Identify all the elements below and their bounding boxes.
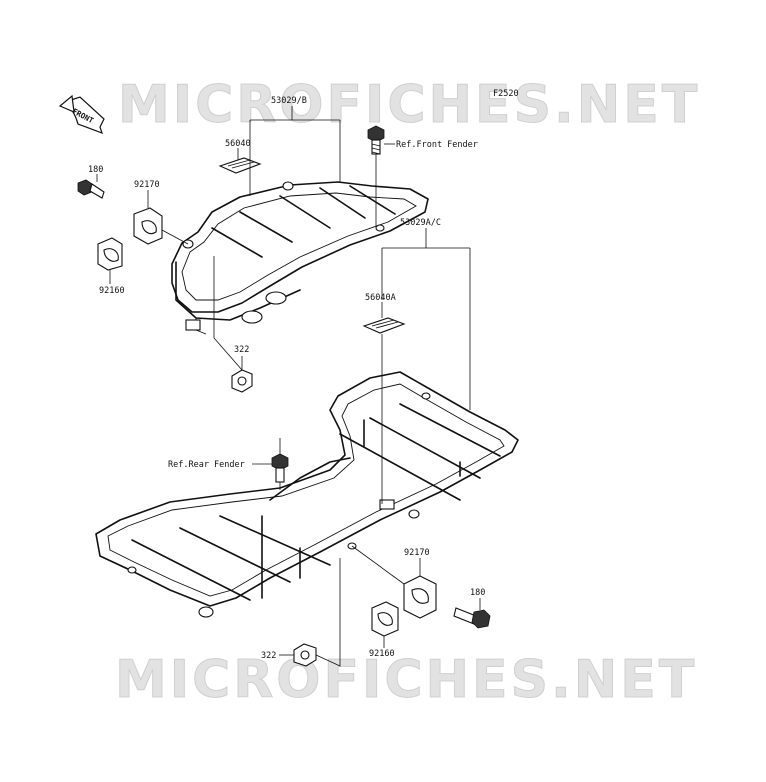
bolt-180-bottom [453,607,491,629]
nut-322-bottom [293,643,317,667]
clamp-92170-top [133,207,163,245]
label-92160-top: 92160 [99,286,125,296]
label-56040A: 56040A [365,293,396,303]
label-53029-B: 53029/B [271,96,307,106]
label-ref-front-fender: Ref.Front Fender [396,140,478,150]
label-56040: 56040 [225,139,251,149]
clamp-92170-bottom [403,575,437,619]
bracket-92160-top [97,237,123,271]
bracket-92160-bottom [371,601,399,637]
leader-lines [96,106,481,667]
label-ref-rear-fender: Ref.Rear Fender [168,460,245,470]
label-92170-top: 92170 [134,180,160,190]
bolt-180-top [77,179,105,199]
diagram-code: F2520 [493,89,519,99]
bolt-front-fender [367,125,385,155]
label-92170-bottom: 92170 [404,548,430,558]
bolt-rear-fender [271,453,289,483]
nut-322-top [231,369,253,393]
label-53029A-C: 53029A/C [400,218,441,228]
label-180-top: 180 [88,165,103,175]
front-carrier-rack [171,181,429,335]
front-arrow-icon: FRONT [58,94,105,135]
rear-carrier-rack [95,371,519,618]
label-180-bottom: 180 [470,588,485,598]
label-322-bottom: 322 [261,651,276,661]
label-92160-bottom: 92160 [369,649,395,659]
watermark-bottom: MICROFICHES.NET [115,650,697,710]
watermark-top: MICROFICHES.NET [118,75,700,135]
label-322-top: 322 [234,345,249,355]
